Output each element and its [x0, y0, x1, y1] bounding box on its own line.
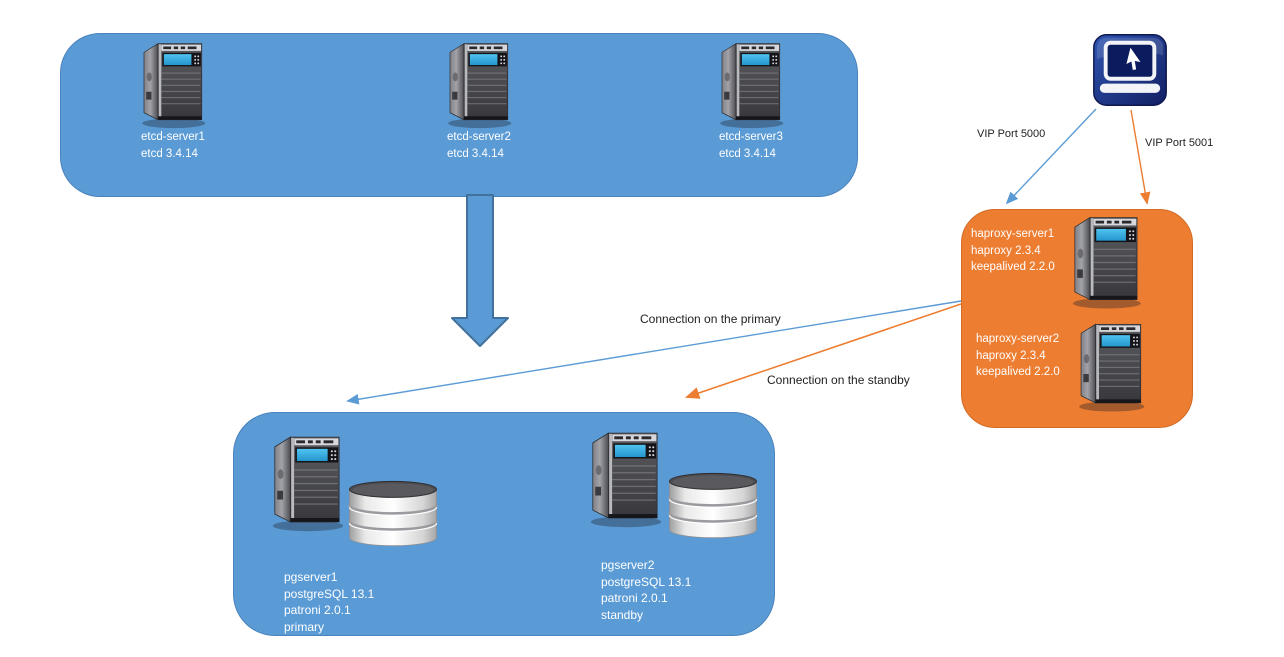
haproxy-version: haproxy 2.3.4	[971, 244, 1041, 257]
server-tower-icon	[137, 37, 207, 129]
keepalived-version: keepalived 2.2.0	[971, 261, 1055, 273]
server-tower-icon	[585, 423, 663, 531]
server-version: etcd 3.4.14	[719, 148, 776, 160]
etcd-cluster-box: etcd-server1 etcd 3.4.14 etcd-server2 et…	[60, 33, 858, 197]
vip-port-5000-label: VIP Port 5000	[977, 128, 1046, 140]
pg-server-2: pgserver2 postgreSQL 13.1 patroni 2.0.1 …	[585, 423, 815, 628]
server-tower-icon	[1073, 318, 1147, 412]
server-name: etcd-server2	[447, 131, 511, 143]
server-name: etcd-server1	[141, 131, 205, 143]
patroni-version: patroni 2.0.1	[284, 603, 351, 617]
etcd-server-2-label: etcd-server2 etcd 3.4.14	[443, 129, 513, 163]
etcd-server-3: etcd-server3 etcd 3.4.14	[715, 37, 785, 163]
pg-cluster-box: pgserver1 postgreSQL 13.1 patroni 2.0.1 …	[233, 412, 775, 636]
database-stack-icon	[663, 471, 763, 541]
etcd-server-2: etcd-server2 etcd 3.4.14	[443, 37, 513, 163]
server-tower-icon	[1066, 211, 1144, 309]
server-name: pgserver2	[601, 558, 655, 572]
pg-server-1-label: pgserver1 postgreSQL 13.1 patroni 2.0.1 …	[284, 569, 374, 635]
server-name: haproxy-server1	[971, 228, 1055, 240]
server-tower-icon	[715, 37, 785, 129]
pg-server-1: pgserver1 postgreSQL 13.1 patroni 2.0.1 …	[267, 427, 497, 635]
connection-standby-label: Connection on the standby	[767, 373, 910, 387]
haproxy-server-2-label: haproxy-server2 haproxy 2.3.4 keepalived…	[976, 331, 1060, 381]
server-name: haproxy-server2	[976, 333, 1060, 345]
patroni-version: patroni 2.0.1	[601, 591, 668, 605]
server-tower-icon	[267, 427, 345, 535]
pg-server-2-label: pgserver2 postgreSQL 13.1 patroni 2.0.1 …	[601, 557, 691, 623]
server-name: etcd-server3	[719, 131, 783, 143]
vip-port-5001-label: VIP Port 5001	[1145, 137, 1214, 149]
vip-port-5000-arrow	[1005, 108, 1097, 205]
server-tower-icon	[443, 37, 513, 129]
haproxy-version: haproxy 2.3.4	[976, 349, 1046, 362]
etcd-server-3-label: etcd-server3 etcd 3.4.14	[715, 129, 785, 163]
database-stack-icon	[343, 479, 443, 549]
etcd-server-1: etcd-server1 etcd 3.4.14	[137, 37, 207, 163]
keepalived-version: keepalived 2.2.0	[976, 366, 1060, 378]
server-role: primary	[284, 619, 325, 634]
server-version: etcd 3.4.14	[447, 148, 504, 160]
big-down-arrow	[451, 194, 509, 347]
connection-primary-label: Connection on the primary	[640, 312, 781, 326]
server-name: pgserver1	[284, 570, 338, 584]
postgres-version: postgreSQL 13.1	[601, 574, 692, 589]
haproxy-server-1-label: haproxy-server1 haproxy 2.3.4 keepalived…	[971, 226, 1055, 276]
vip-port-5001-arrow	[1130, 109, 1151, 205]
etcd-server-1-label: etcd-server1 etcd 3.4.14	[137, 129, 207, 163]
postgres-version: postgreSQL 13.1	[284, 586, 375, 601]
server-role: standby	[601, 607, 644, 622]
laptop-cursor-icon	[1093, 34, 1167, 106]
server-version: etcd 3.4.14	[141, 148, 198, 160]
